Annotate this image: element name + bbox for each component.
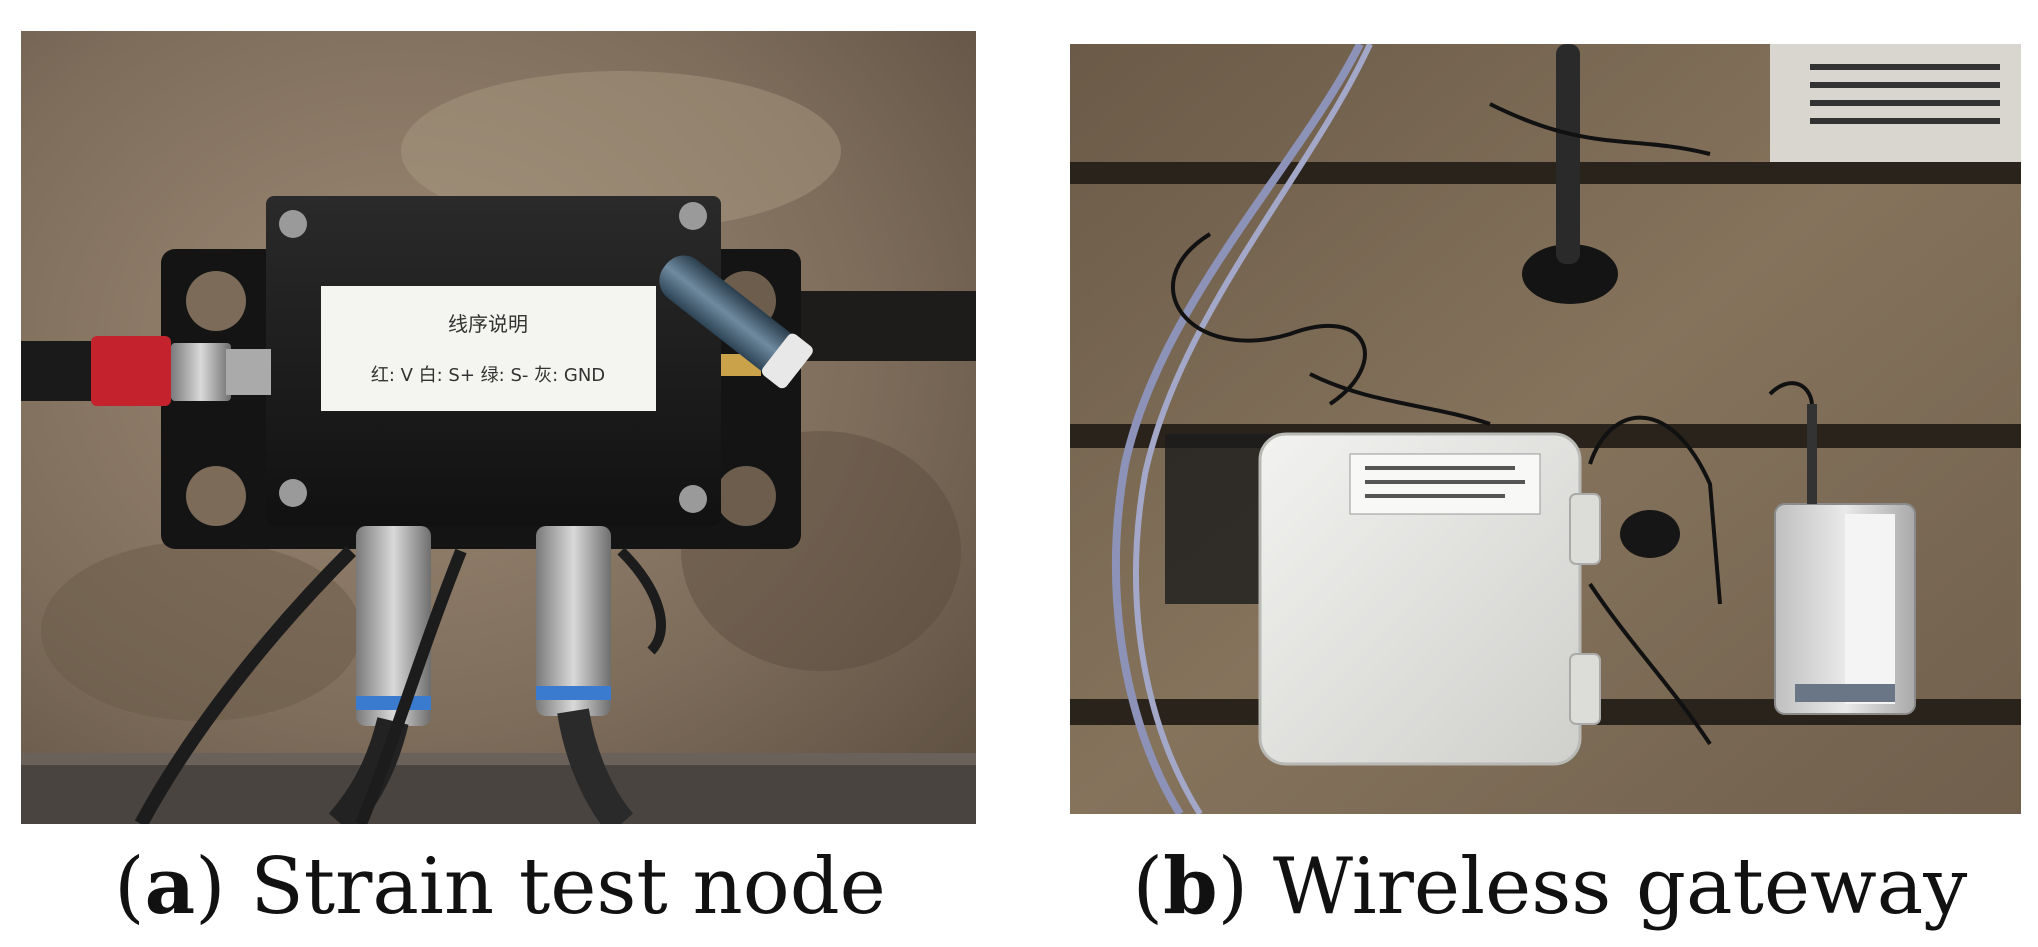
wireless-gateway-photo — [1070, 44, 2021, 814]
cable-gland-2 — [536, 526, 611, 716]
strain-test-node-photo: 线序说明 红: V 白: S+ 绿: S- 灰: GND — [21, 31, 976, 824]
caption-a-text: Strain test node — [250, 842, 886, 932]
caption-b-text: Wireless gateway — [1272, 842, 1968, 932]
magnetic-antenna-base — [1522, 244, 1618, 304]
puck-antenna — [1620, 510, 1680, 558]
gateway-enclosure — [1258, 432, 1582, 766]
red-connector — [91, 336, 171, 406]
sensor-cable-2 — [557, 708, 634, 824]
wiring-label — [321, 286, 656, 411]
router-antenna — [1807, 404, 1817, 504]
antenna-a — [659, 255, 813, 389]
wiring-label-title: 线序说明 — [448, 312, 528, 336]
t-slot-1 — [1070, 162, 2021, 184]
steel-beam — [21, 761, 976, 824]
caption-a: (a) Strain test node — [114, 841, 886, 933]
wireless-gateway-illustration — [1070, 44, 2021, 814]
caption-a-letter: a — [144, 841, 196, 932]
strain-test-node-illustration: 线序说明 红: V 白: S+ 绿: S- 灰: GND — [21, 31, 976, 824]
metal-gland-left — [171, 343, 231, 401]
caption-b: (b) Wireless gateway — [1132, 841, 1968, 933]
purple-cable — [1112, 44, 1364, 814]
wiring-label-legend: 红: V 白: S+ 绿: S- 灰: GND — [371, 365, 605, 386]
antenna-b — [1556, 44, 1580, 264]
caption-b-letter: b — [1163, 841, 1218, 932]
